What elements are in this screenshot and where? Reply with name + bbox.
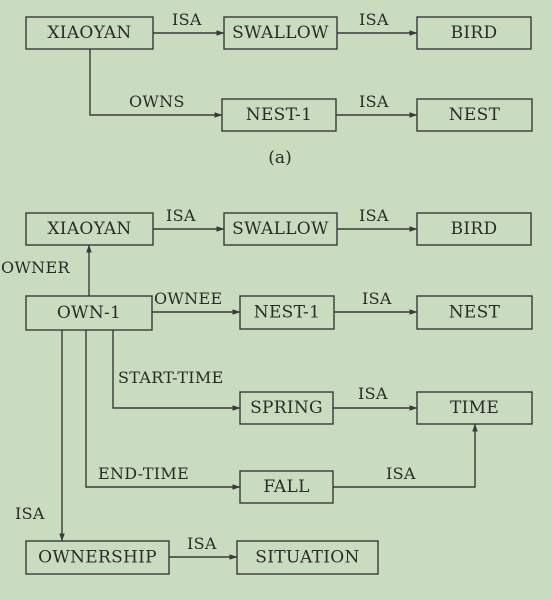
svg-text:OWN-1: OWN-1: [57, 303, 121, 323]
svg-text:ISA: ISA: [187, 534, 217, 553]
node-b-nest: NEST: [416, 295, 533, 330]
svg-text:ISA: ISA: [359, 92, 389, 111]
node-b-bird: BIRD: [416, 212, 532, 246]
svg-text:ISA: ISA: [386, 464, 416, 483]
edge-b-ownership-situation: ISA: [169, 534, 238, 560]
edge-a-swallow-bird: ISA: [337, 10, 418, 36]
svg-text:START-TIME: START-TIME: [118, 368, 224, 387]
svg-text:SWALLOW: SWALLOW: [232, 219, 329, 239]
edge-b-swallow-bird: ISA: [337, 206, 418, 232]
svg-text:NEST-1: NEST-1: [254, 303, 320, 323]
edge-b-own1-nest1: OWNEE: [152, 289, 241, 315]
svg-text:NEST: NEST: [449, 105, 501, 125]
node-a-nest: NEST: [416, 98, 533, 132]
svg-text:OWNER: OWNER: [1, 258, 70, 277]
svg-text:END-TIME: END-TIME: [98, 464, 189, 483]
svg-text:BIRD: BIRD: [451, 219, 498, 239]
diagram-b: XIAOYAN SWALLOW BIRD OWN-1 NEST-1 NEST S…: [1, 206, 533, 575]
node-a-bird: BIRD: [416, 16, 532, 50]
svg-text:NEST-1: NEST-1: [246, 105, 312, 125]
svg-text:XIAOYAN: XIAOYAN: [47, 23, 131, 43]
node-b-ownership: OWNERSHIP: [25, 540, 170, 575]
svg-text:ISA: ISA: [172, 10, 202, 29]
svg-text:OWNEE: OWNEE: [154, 289, 222, 308]
svg-text:ISA: ISA: [359, 10, 389, 29]
node-b-own1: OWN-1: [25, 295, 153, 331]
edge-b-own1-spring: START-TIME: [112, 330, 241, 411]
diagram-a: XIAOYAN SWALLOW BIRD NEST-1 NEST ISA ISA: [25, 10, 533, 168]
svg-text:ISA: ISA: [359, 206, 389, 225]
svg-text:FALL: FALL: [263, 477, 309, 497]
svg-text:ISA: ISA: [358, 384, 388, 403]
node-a-xiaoyan: XIAOYAN: [25, 16, 154, 50]
edge-b-own1-xiaoyan: OWNER: [1, 244, 92, 296]
svg-text:XIAOYAN: XIAOYAN: [47, 219, 131, 239]
edge-b-spring-time: ISA: [333, 384, 418, 411]
edge-b-xiaoyan-swallow: ISA: [153, 206, 225, 232]
svg-text:ISA: ISA: [362, 289, 392, 308]
edge-b-own1-ownership: ISA: [15, 330, 65, 542]
node-b-nest1: NEST-1: [239, 295, 335, 330]
node-b-swallow: SWALLOW: [223, 212, 338, 246]
svg-text:NEST: NEST: [449, 303, 501, 323]
node-a-swallow: SWALLOW: [223, 16, 338, 50]
edge-a-xiaoyan-swallow: ISA: [153, 10, 225, 36]
edge-b-fall-time: ISA: [333, 423, 478, 488]
node-b-xiaoyan: XIAOYAN: [25, 212, 154, 246]
edge-b-own1-fall: END-TIME: [85, 330, 241, 490]
svg-text:ISA: ISA: [166, 206, 196, 225]
svg-text:OWNERSHIP: OWNERSHIP: [38, 548, 157, 568]
svg-text:ISA: ISA: [15, 504, 45, 523]
edge-b-nest1-nest: ISA: [334, 289, 418, 315]
svg-text:BIRD: BIRD: [451, 23, 498, 43]
node-b-spring: SPRING: [239, 391, 334, 425]
edge-a-xiaoyan-nest1: OWNS: [89, 49, 223, 118]
node-b-time: TIME: [416, 391, 533, 425]
edge-a-nest1-nest: ISA: [336, 92, 418, 118]
svg-text:TIME: TIME: [450, 398, 499, 418]
svg-text:OWNS: OWNS: [129, 92, 185, 111]
node-b-fall: FALL: [239, 470, 334, 504]
svg-text:SPRING: SPRING: [250, 398, 323, 418]
node-b-situation: SITUATION: [236, 540, 379, 575]
caption-a: (a): [268, 148, 291, 168]
svg-text:SWALLOW: SWALLOW: [232, 23, 329, 43]
node-a-nest1: NEST-1: [221, 98, 337, 132]
svg-text:SITUATION: SITUATION: [255, 548, 359, 568]
